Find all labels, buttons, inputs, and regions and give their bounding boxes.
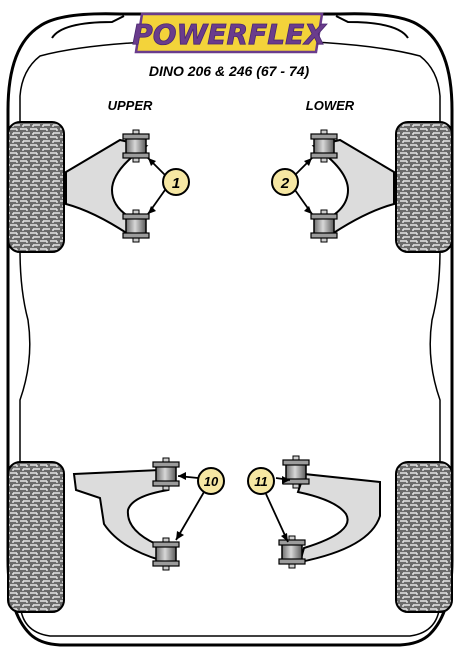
tyre-front-right <box>395 121 453 253</box>
callout-1-label: 1 <box>172 175 180 192</box>
leader-11b <box>265 493 289 543</box>
leader-10b <box>175 491 205 541</box>
tyre-rear-left <box>7 461 65 613</box>
bush-rear-left-top <box>152 457 180 491</box>
tyre-rear-right <box>395 461 453 613</box>
front-upper-wishbone <box>65 138 149 240</box>
front-lower-wishbone <box>311 138 395 240</box>
bush-front-upper-top <box>122 129 150 163</box>
rear-left-arm <box>72 468 170 562</box>
car-body-outline <box>6 12 454 647</box>
bush-rear-right-top <box>282 455 310 489</box>
powerflex-logo: POWERFLEX <box>132 12 328 54</box>
callout-11-label: 11 <box>254 474 268 489</box>
callout-10-label: 10 <box>204 474 219 489</box>
bush-front-lower-top <box>310 129 338 163</box>
inner-body-line <box>19 39 441 637</box>
tyre-front-left <box>7 121 65 253</box>
bush-rear-left-bottom <box>152 537 180 571</box>
vehicle-title: DINO 206 & 246 (67 - 74) <box>149 63 310 79</box>
hood-line <box>51 15 125 39</box>
brand-name: POWERFLEX <box>132 18 327 51</box>
callout-2: 2 <box>271 168 299 196</box>
callout-11: 11 <box>247 467 275 495</box>
rear-right-arm <box>296 472 381 564</box>
bush-front-lower-bottom <box>310 209 338 243</box>
callout-1: 1 <box>162 168 190 196</box>
label-lower: LOWER <box>306 98 355 113</box>
bush-front-upper-bottom <box>122 209 150 243</box>
callout-2-label: 2 <box>280 175 290 192</box>
callout-10: 10 <box>197 467 225 495</box>
label-upper: UPPER <box>108 98 153 113</box>
bush-rear-right-bottom <box>278 535 306 569</box>
hood-line-right <box>335 15 409 39</box>
